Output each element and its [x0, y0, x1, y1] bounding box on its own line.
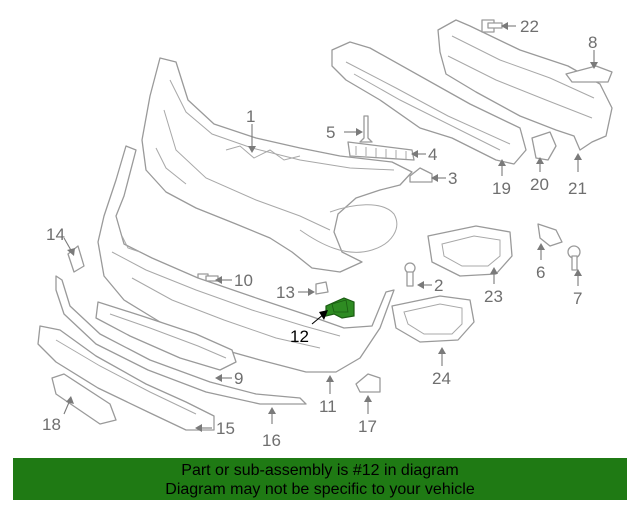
callout-numbers: 1 2 3 4 5 6 7 8 9 10 11 12 13 14 15 16 1… — [42, 17, 597, 450]
skid-plate-15 — [37, 325, 215, 431]
bolt-2 — [404, 262, 416, 287]
bracket-18 — [51, 373, 117, 425]
callout-21: 21 — [568, 179, 587, 198]
energy-absorber — [437, 19, 613, 151]
banner-line-1: Part or sub-assembly is #12 in diagram — [181, 462, 459, 479]
fog-lamp-bezel-24 — [391, 295, 475, 343]
fog-lamp-bezel-23 — [427, 225, 513, 277]
info-banner: Part or sub-assembly is #12 in diagram D… — [13, 458, 627, 500]
grille-insert-4 — [347, 141, 415, 161]
leader-lines — [63, 22, 598, 432]
callout-14: 14 — [46, 225, 65, 244]
upper-bumper-cover — [141, 57, 413, 273]
callout-23: 23 — [484, 287, 503, 306]
callout-7: 7 — [573, 289, 582, 308]
callout-18: 18 — [42, 415, 61, 434]
callout-15: 15 — [216, 419, 235, 438]
bumper-reinforcement-beam — [331, 41, 527, 165]
pin-5 — [359, 115, 373, 143]
callout-10: 10 — [234, 271, 253, 290]
callout-1: 1 — [246, 107, 255, 126]
clip-13 — [315, 281, 329, 295]
callout-22: 22 — [520, 17, 539, 36]
callout-3: 3 — [448, 169, 457, 188]
callout-2: 2 — [434, 276, 443, 295]
callout-6: 6 — [536, 263, 545, 282]
callout-12: 12 — [290, 327, 309, 346]
callout-11: 11 — [319, 397, 337, 416]
callout-20: 20 — [530, 175, 549, 194]
screw-7 — [567, 245, 581, 271]
callout-19: 19 — [492, 179, 511, 198]
bracket-6 — [537, 223, 563, 247]
bracket-8 — [565, 65, 613, 83]
lower-bumper-cover — [97, 145, 395, 373]
callout-9: 9 — [234, 369, 243, 388]
banner-line-2: Diagram may not be specific to your vehi… — [165, 481, 475, 498]
clip-17 — [355, 373, 381, 393]
parts-diagram: 1 2 3 4 5 6 7 8 9 10 11 12 13 14 15 16 1… — [37, 17, 613, 450]
clip-3 — [409, 167, 433, 183]
callout-16: 16 — [262, 431, 281, 450]
bracket-20 — [531, 131, 557, 161]
lower-grille-9 — [95, 301, 237, 371]
callout-13: 13 — [276, 283, 295, 302]
callout-5: 5 — [326, 123, 335, 142]
callout-24: 24 — [432, 369, 451, 388]
callout-4: 4 — [428, 145, 437, 164]
callout-17: 17 — [358, 417, 377, 436]
lower-trim-16 — [55, 275, 307, 405]
highlighted-part-12 — [325, 297, 355, 319]
callout-8: 8 — [588, 33, 597, 52]
bolt-22 — [481, 19, 503, 33]
